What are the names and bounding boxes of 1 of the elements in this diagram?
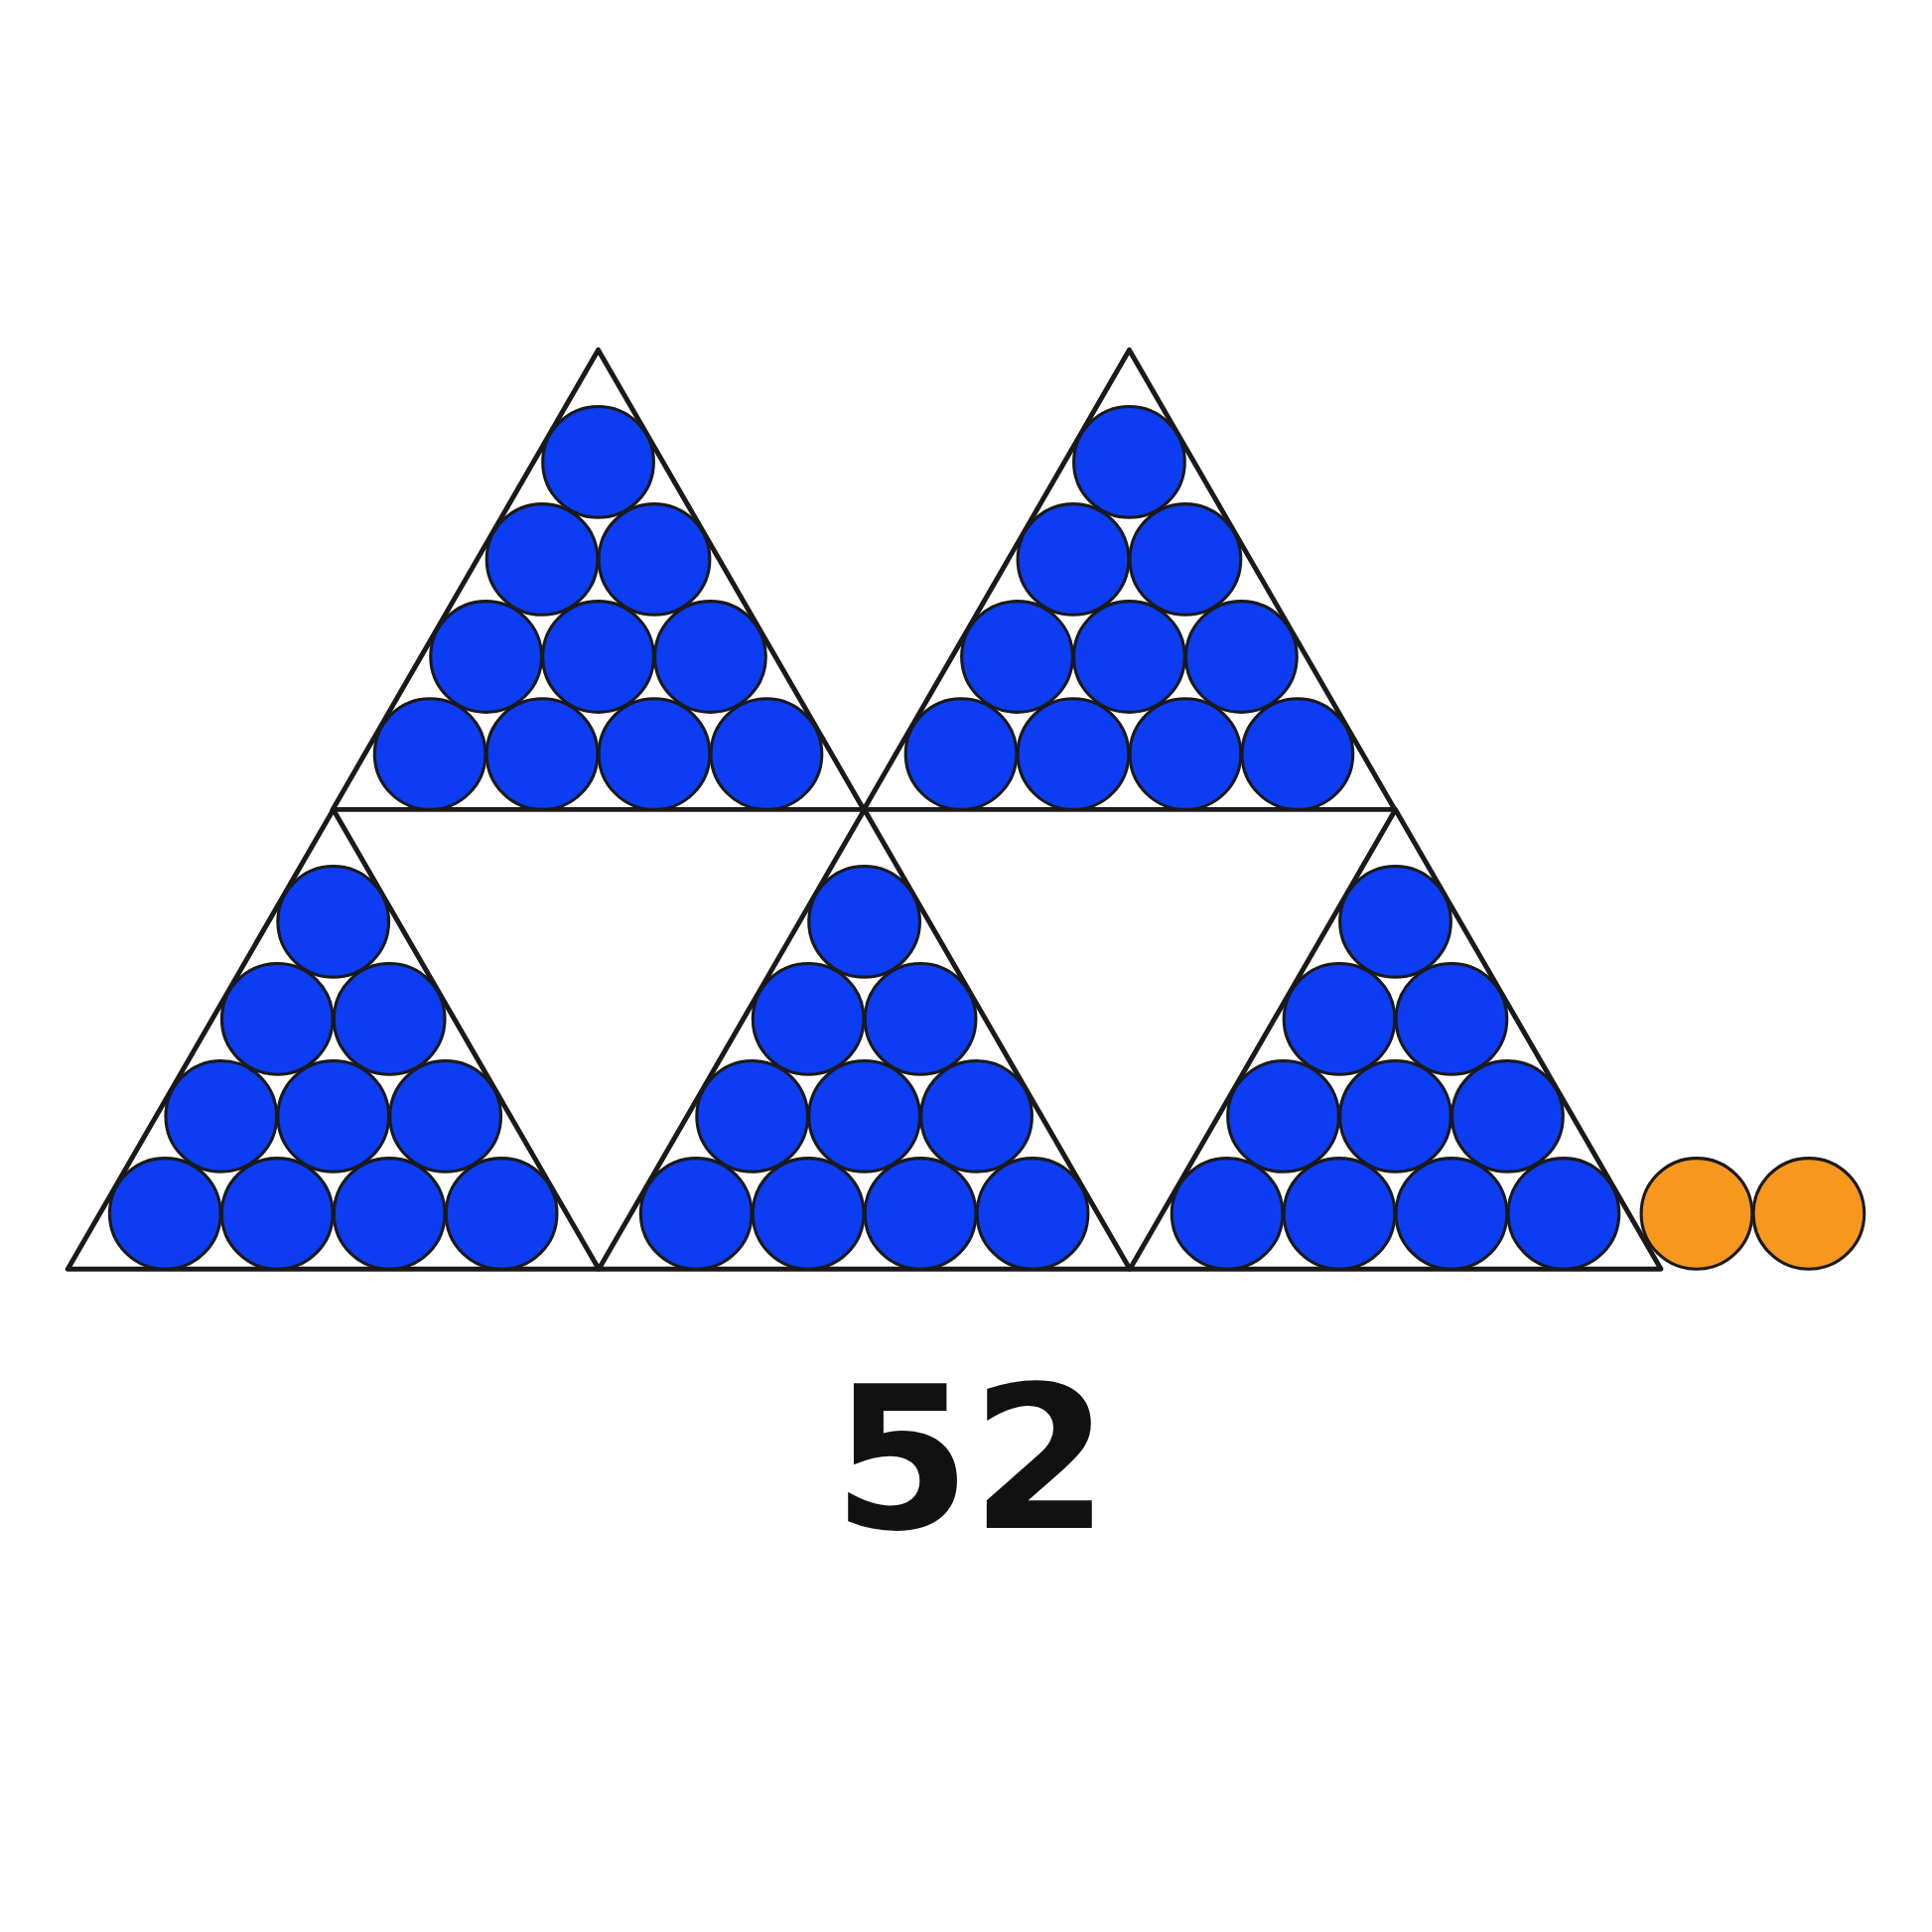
number-label: 52 <box>832 1360 1110 1559</box>
